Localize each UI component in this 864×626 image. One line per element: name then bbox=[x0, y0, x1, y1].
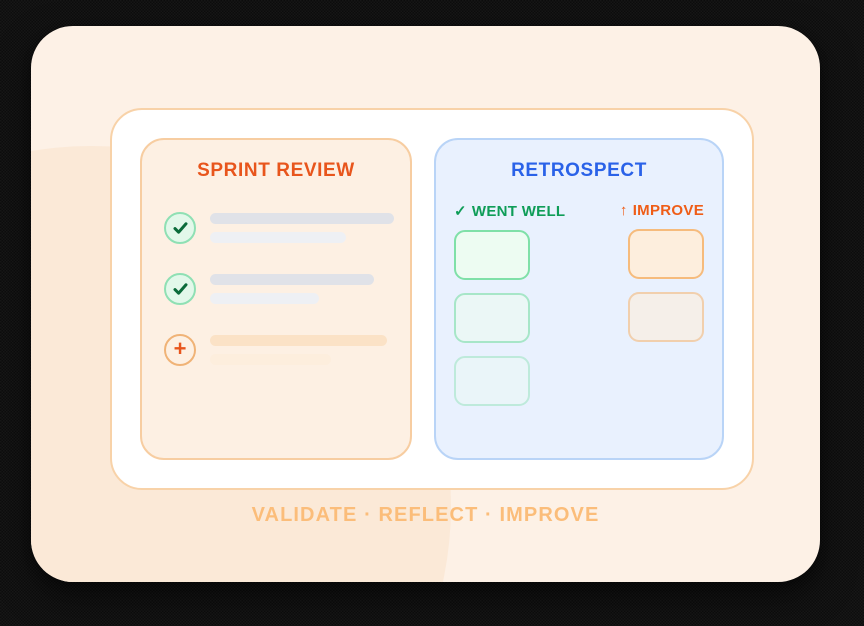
went-well-card-stack bbox=[454, 230, 570, 406]
sticky-note-card[interactable] bbox=[628, 292, 704, 342]
column-improve: ↑ IMPROVE bbox=[588, 202, 704, 406]
plus-glyph: + bbox=[173, 336, 187, 361]
task-row[interactable] bbox=[158, 273, 394, 305]
sticky-note-card[interactable] bbox=[454, 230, 530, 280]
white-content-card: SPRINT REVIEW bbox=[110, 108, 754, 490]
check-icon bbox=[164, 273, 196, 305]
sticky-note-card[interactable] bbox=[454, 293, 530, 343]
placeholder-bar-primary bbox=[210, 335, 387, 346]
placeholder-bar-secondary bbox=[210, 293, 319, 304]
sticky-note-card[interactable] bbox=[628, 229, 704, 279]
sprint-review-panel: SPRINT REVIEW bbox=[140, 138, 412, 460]
check-icon: ✓ bbox=[454, 203, 467, 220]
check-icon bbox=[164, 212, 196, 244]
caption-text: VALIDATE · REFLECT · IMPROVE bbox=[251, 504, 600, 526]
improve-card-stack bbox=[588, 229, 704, 342]
went-well-column-header: ✓ WENT WELL bbox=[454, 202, 570, 221]
placeholder-bar-secondary bbox=[210, 354, 332, 365]
sprint-task-list: + bbox=[158, 212, 394, 366]
task-placeholder-bars bbox=[210, 274, 394, 304]
task-placeholder-bars bbox=[210, 213, 394, 243]
sticky-note-card[interactable] bbox=[454, 356, 530, 406]
task-placeholder-bars bbox=[210, 335, 394, 365]
retrospect-columns: ✓ WENT WELL ↑ IMPROVE bbox=[454, 202, 704, 406]
improve-label: IMPROVE bbox=[632, 202, 704, 219]
placeholder-bar-secondary bbox=[210, 232, 347, 243]
arrow-up-icon: ↑ bbox=[619, 202, 628, 219]
placeholder-bar-primary bbox=[210, 213, 394, 224]
task-row-add[interactable]: + bbox=[158, 334, 394, 366]
column-went-well: ✓ WENT WELL bbox=[454, 202, 570, 406]
retrospect-title: RETROSPECT bbox=[511, 160, 647, 181]
improve-column-header: ↑ IMPROVE bbox=[588, 202, 704, 219]
sprint-review-title: SPRINT REVIEW bbox=[197, 160, 355, 181]
went-well-label: WENT WELL bbox=[471, 202, 566, 220]
placeholder-bar-primary bbox=[210, 274, 374, 285]
retrospect-panel: RETROSPECT ✓ WENT WELL bbox=[434, 138, 724, 460]
plus-icon[interactable]: + bbox=[164, 334, 196, 366]
task-row[interactable] bbox=[158, 212, 394, 244]
outer-card: SPRINT REVIEW bbox=[31, 26, 820, 582]
